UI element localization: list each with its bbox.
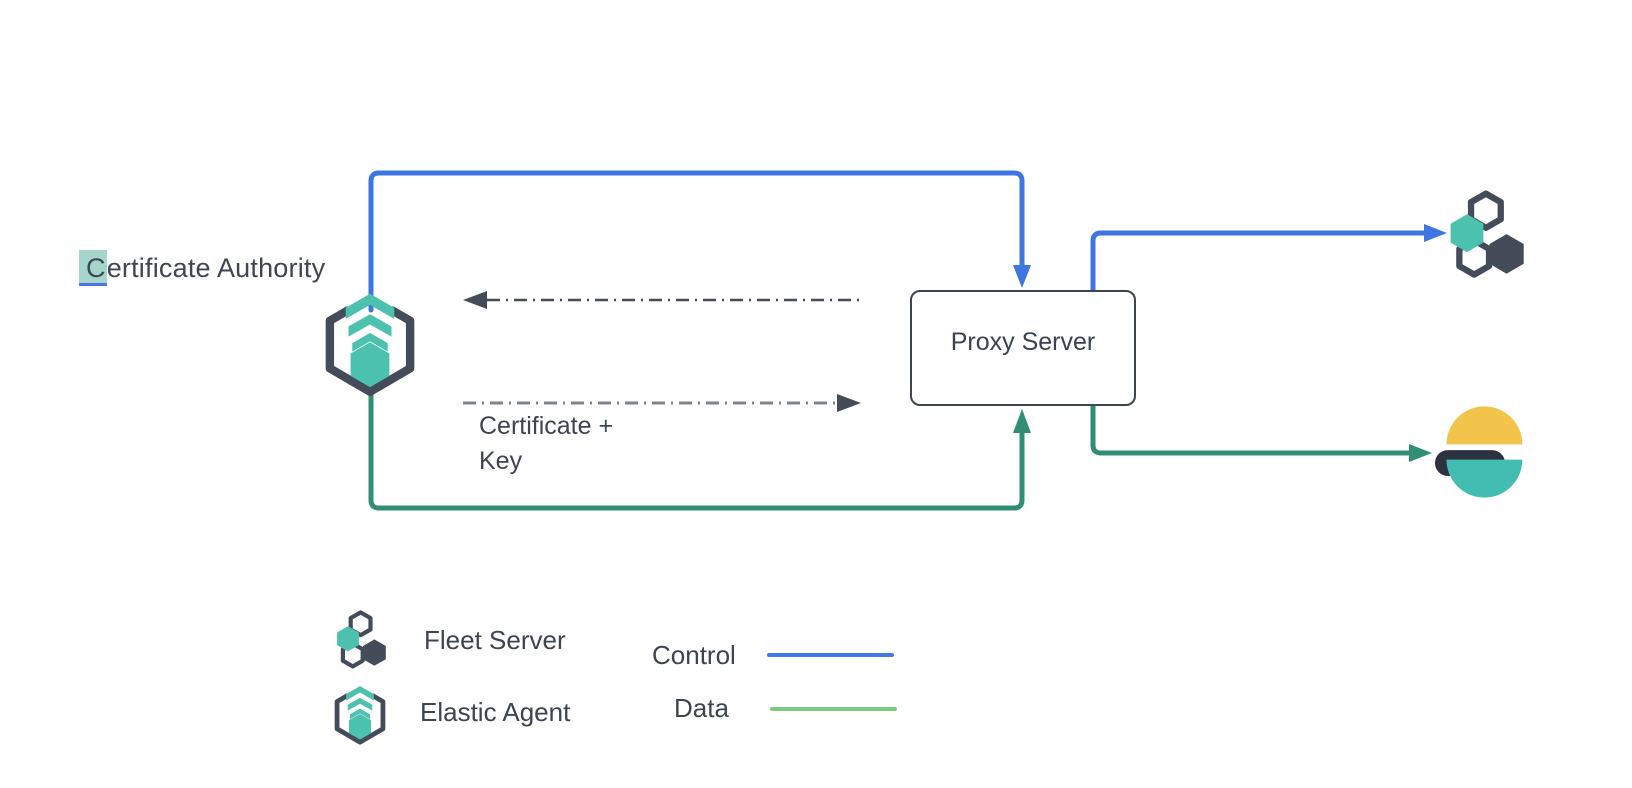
legend-item-elastic-agent: Elastic Agent: [420, 697, 571, 727]
data-arrowhead-into-proxy: [1013, 409, 1031, 433]
certificate-delivery-arrowhead: [837, 394, 861, 412]
proxy-server-label: Proxy Server: [950, 327, 1096, 356]
elastic-agent-icon: [314, 290, 426, 402]
certificate-key-line2: Key: [479, 447, 523, 475]
ca-text-cursor-highlight: C: [79, 250, 107, 286]
fleet-server-icon: [1440, 190, 1530, 280]
data-flow-proxy-to-elasticsearch: [1090, 402, 1412, 456]
ca-label-text: ertificate Authority: [106, 253, 326, 283]
control-flow-proxy-to-fleet: [1090, 230, 1427, 293]
certificate-authority-label: Certificate Authority: [79, 250, 326, 286]
proxy-server-node: Proxy Server: [910, 290, 1136, 406]
certificate-key-line1: Certificate +: [479, 412, 614, 440]
legend-elastic-agent-icon: [328, 684, 392, 748]
legend-fleet-server-icon: [330, 610, 390, 670]
data-arrowhead-into-elasticsearch: [1409, 444, 1432, 462]
certificate-key-label: Certificate + Key: [479, 409, 613, 479]
data-flow-agent-to-proxy: [368, 389, 1025, 511]
legend-item-fleet-server: Fleet Server: [424, 625, 566, 655]
control-arrowhead-into-proxy: [1013, 265, 1031, 288]
legend-control-line: [767, 653, 894, 657]
legend-control-label: Control: [652, 640, 736, 670]
elasticsearch-logo: [1434, 404, 1530, 500]
legend-data-line: [770, 707, 897, 711]
certificate-request-arrowhead: [463, 291, 487, 309]
legend-data-label: Data: [674, 693, 729, 723]
control-flow-agent-to-proxy: [368, 170, 1025, 313]
control-arrowhead-into-fleet: [1424, 224, 1447, 242]
